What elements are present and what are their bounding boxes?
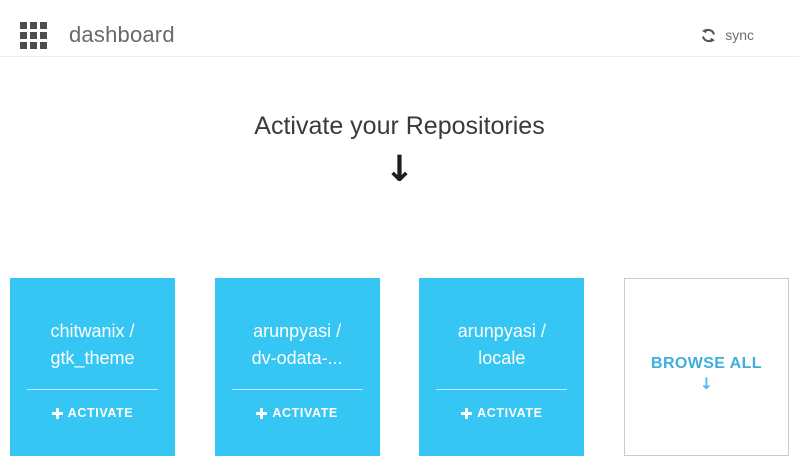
down-arrow-icon: ↓ [384, 149, 415, 190]
repo-name: arunpyasi / dv-odata-... [215, 278, 380, 372]
repo-card-chitwanix-gtk_theme[interactable]: chitwanix / gtk_theme ACTIVATE [10, 278, 175, 456]
header: dashboard sync [0, 0, 799, 57]
sync-button[interactable]: sync [701, 27, 754, 43]
down-arrow-icon: ↓ [699, 374, 714, 393]
sync-icon [702, 28, 716, 42]
repo-title: dv-odata-... [251, 348, 343, 368]
grid-dot [20, 21, 27, 29]
hero-heading: Activate your Repositories [254, 112, 545, 140]
apps-grid-icon[interactable] [20, 21, 47, 49]
repo-card-arunpyasi-dv-odata[interactable]: arunpyasi / dv-odata-... ACTIVATE [214, 278, 380, 456]
sync-label: sync [725, 27, 754, 43]
repo-card-row: chitwanix / gtk_theme ACTIVATE arunpyasi… [10, 278, 789, 456]
plus-icon [51, 407, 63, 419]
activate-label: ACTIVATE [477, 406, 543, 420]
plus-icon [256, 407, 268, 419]
hero-section: Activate your Repositories ↓ [0, 57, 799, 188]
grid-dot [20, 41, 27, 49]
activate-button[interactable]: ACTIVATE [461, 406, 542, 420]
card-divider [231, 389, 363, 390]
activate-label: ACTIVATE [67, 406, 134, 420]
repo-name: chitwanix / gtk_theme [10, 278, 175, 372]
page-title: dashboard [69, 22, 175, 47]
grid-dot [40, 41, 47, 49]
grid-dot [20, 31, 27, 39]
activate-label: ACTIVATE [272, 406, 338, 420]
repo-title: locale [478, 348, 526, 368]
repo-card-arunpyasi-locale[interactable]: arunpyasi / locale ACTIVATE [419, 278, 585, 456]
activate-button[interactable]: ACTIVATE [256, 406, 337, 420]
browse-all-card[interactable]: BROWSE ALL ↓ [623, 278, 789, 456]
repo-owner: arunpyasi / [253, 321, 342, 341]
repo-owner: arunpyasi / [457, 321, 546, 341]
repo-name: arunpyasi / locale [419, 278, 584, 372]
grid-dot [30, 21, 37, 29]
browse-all-label: BROWSE ALL [650, 355, 762, 372]
card-divider [436, 389, 568, 390]
repo-owner: chitwanix / [50, 321, 135, 341]
grid-dot [30, 31, 37, 39]
grid-dot [40, 31, 47, 39]
card-divider [27, 389, 158, 390]
repo-title: gtk_theme [50, 348, 135, 368]
grid-dot [40, 21, 47, 29]
grid-dot [30, 41, 37, 49]
plus-icon [461, 407, 473, 419]
activate-button[interactable]: ACTIVATE [51, 406, 134, 420]
